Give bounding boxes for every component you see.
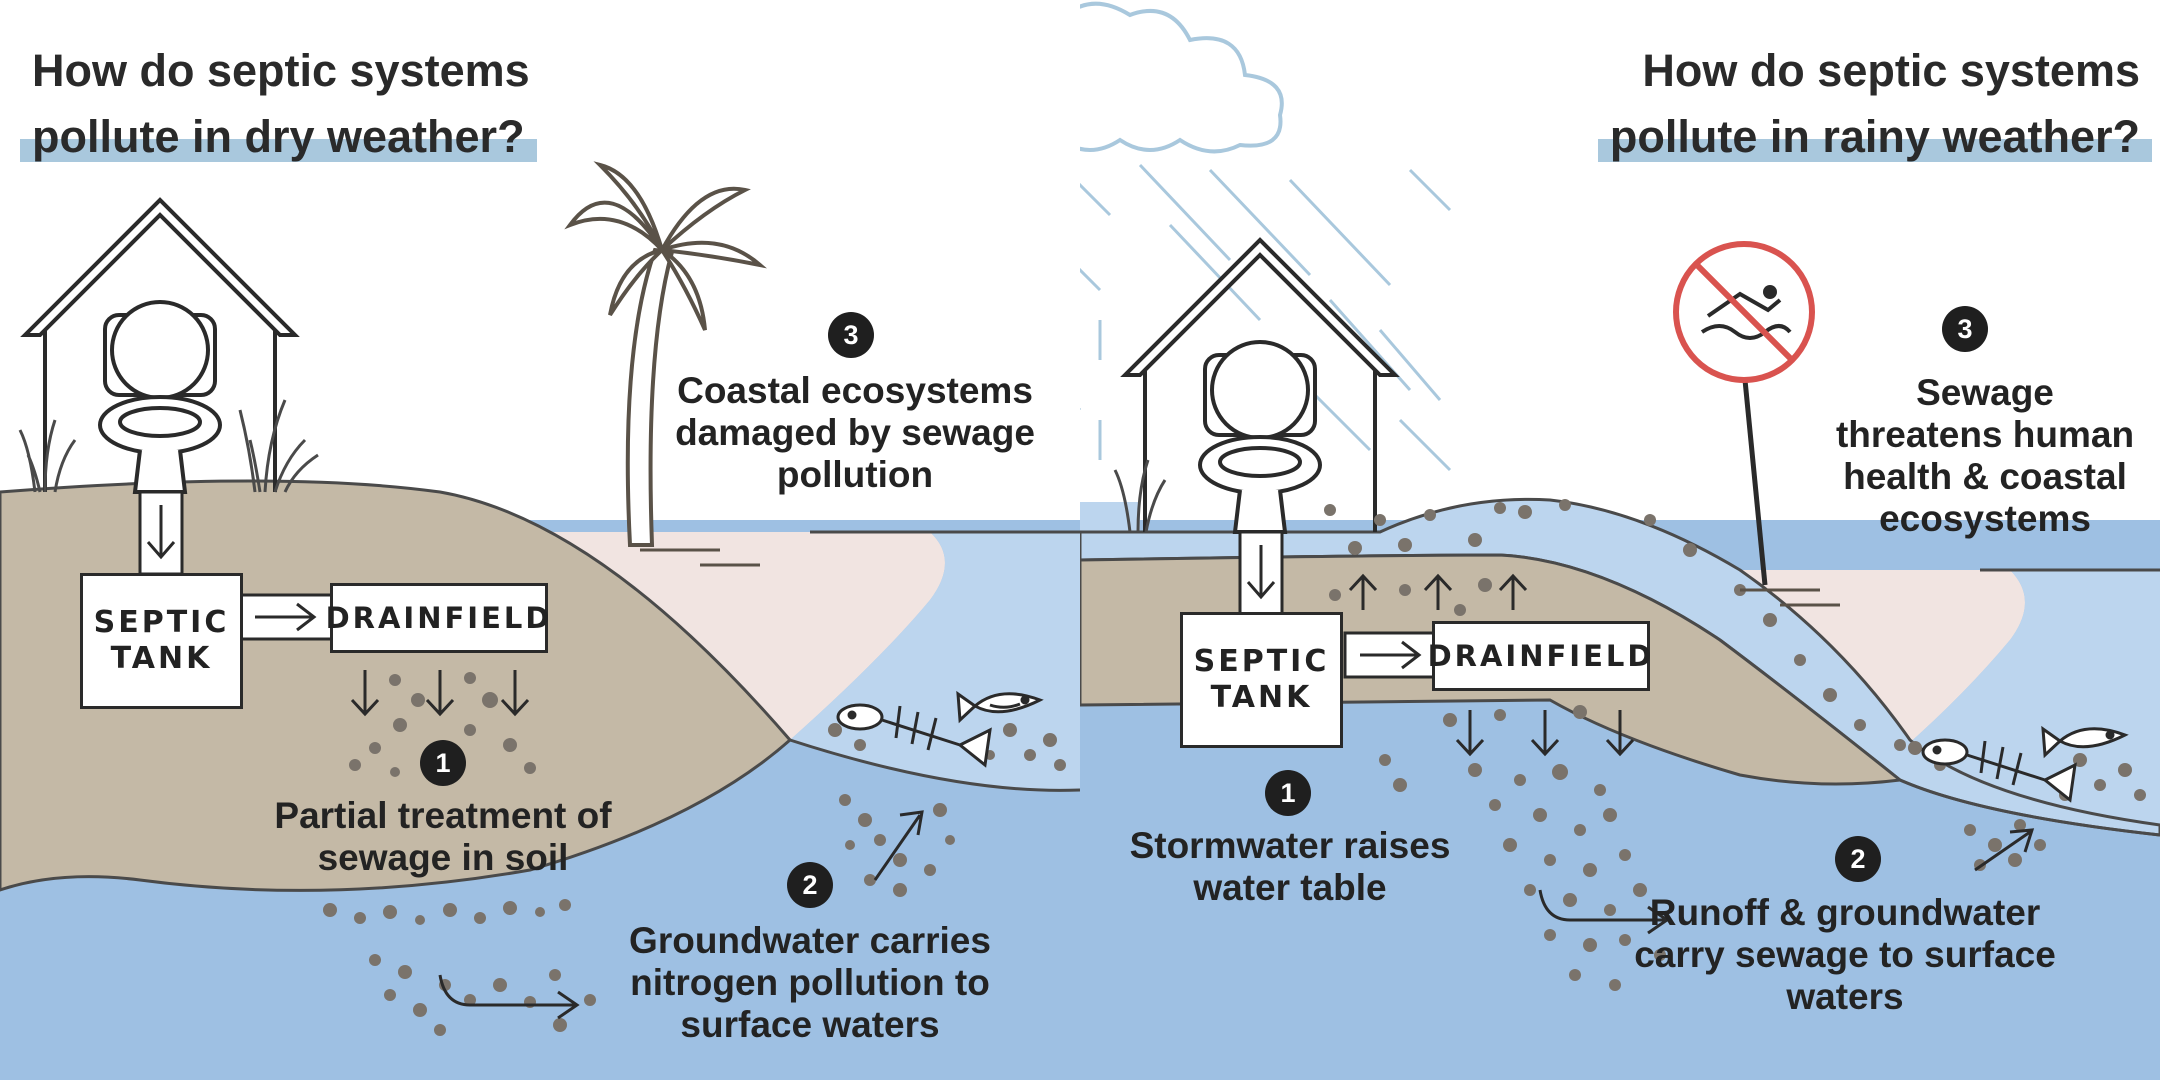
rainy-weather-title: How do septic systems pollute in rainy w… [1550,38,2152,170]
dry-weather-title: How do septic systems pollute in dry wea… [20,38,592,170]
step-2-badge: 2 [1835,836,1881,882]
title-line-1: How do septic systems [32,45,530,96]
septic-tank-label-1: SEPTIC [93,605,230,640]
palm-tree-icon [564,161,767,547]
drainfield-box: DRAINFIELD [326,583,549,653]
dry-weather-scene [0,161,1080,1080]
fish-icon [2041,725,2129,759]
fish-skeleton-icon [836,703,992,768]
step-1-text: Partial treatment of sewage in soil [274,795,612,878]
septic-tank-box: SEPTIC TANK [1180,612,1343,748]
house-icon [1120,237,1400,532]
septic-tank-box: SEPTIC TANK [80,573,243,709]
septic-tank-label-1: SEPTIC [1193,644,1330,679]
step-2-badge: 2 [787,862,833,908]
drainfield-box: DRAINFIELD [1428,621,1651,691]
title-line-2: pollute in rainy weather? [1597,111,2152,162]
step-3-badge: 3 [828,312,874,358]
rainy-weather-panel: How do septic systems pollute in rainy w… [1080,0,2160,1080]
no-swimming-sign-icon [1673,241,1815,586]
title-line-1: How do septic systems [1642,45,2140,96]
step-2-text: Runoff & groundwater carry sewage to sur… [1634,892,2056,1017]
step-1-badge: 1 [1265,770,1311,816]
septic-tank-label-2: TANK [1210,680,1313,715]
fish-skeleton-icon [1921,738,2077,803]
toilet-icon [1198,340,1322,534]
step-3-text: Sewage threatens human health & coastal … [1835,372,2135,539]
toilet-icon [98,300,222,494]
fish-icon [956,690,1044,724]
step-1-badge: 1 [420,740,466,786]
grass-icon [18,399,319,493]
step-3-badge: 3 [1942,306,1988,352]
step-1-text: Stormwater raises water table [1129,825,1451,908]
grass-icon [1113,459,1167,533]
cloud-icon [1080,1,1284,154]
septic-tank-label-2: TANK [110,641,213,676]
dry-weather-panel: How do septic systems pollute in dry wea… [0,38,1080,1080]
drainfield-label: DRAINFIELD [1427,639,1655,673]
step-3-text: Coastal ecosystems damaged by sewage pol… [675,370,1035,495]
drainfield-label: DRAINFIELD [325,601,553,635]
title-line-2: pollute in dry weather? [20,111,537,162]
step-2-text: Groundwater carries nitrogen pollution t… [629,920,991,1045]
